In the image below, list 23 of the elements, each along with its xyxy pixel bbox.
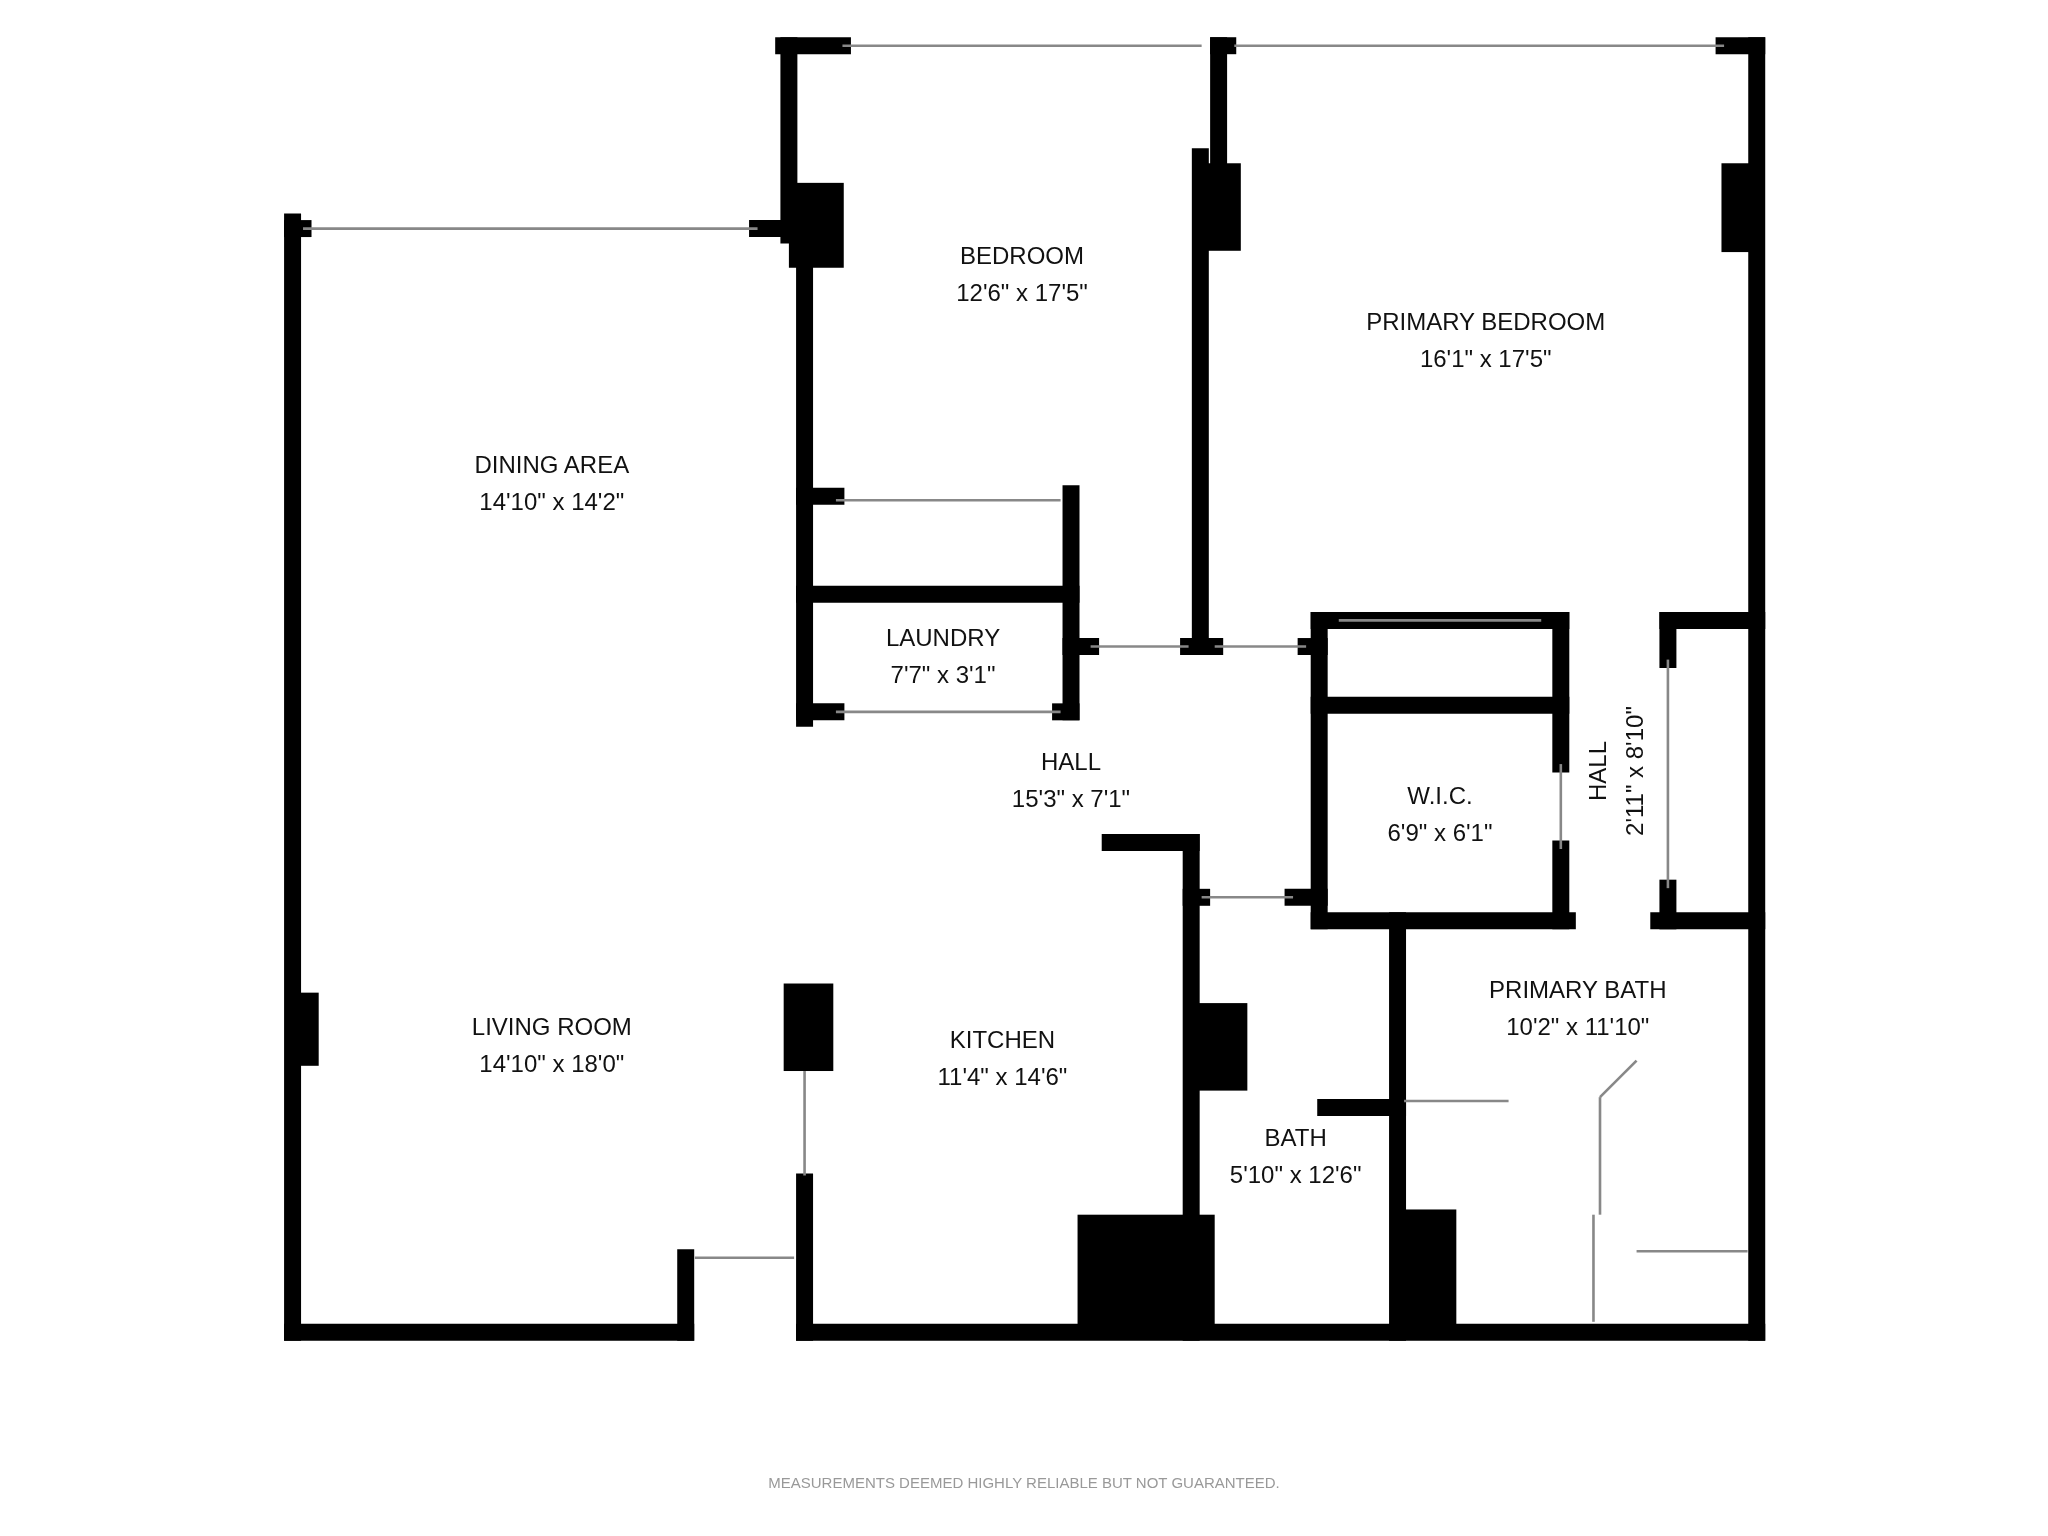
room-dimensions: 2'11" x 8'10" — [1620, 705, 1650, 836]
room-dimensions: 15'3" x 7'1" — [1011, 784, 1131, 815]
room-dimensions: 11'4" x 14'6" — [937, 1061, 1068, 1092]
room-dimensions: 16'1" x 17'5" — [1419, 343, 1552, 374]
room-dimensions: 14'10" x 14'2" — [479, 487, 625, 518]
room-name: BATH — [1264, 1122, 1327, 1153]
room-name: HALL — [1583, 739, 1613, 803]
room-dimensions: 12'6" x 17'5" — [956, 278, 1088, 309]
room-name: BEDROOM — [960, 241, 1085, 272]
room-name: PRIMARY BEDROOM — [1366, 306, 1606, 337]
room-name: LIVING ROOM — [471, 1011, 632, 1042]
room-name: PRIMARY BATH — [1489, 975, 1667, 1006]
room-name: LAUNDRY — [885, 622, 1001, 653]
room-dimensions: 14'10" x 18'0" — [479, 1048, 625, 1079]
room-dimensions: 5'10" x 12'6" — [1229, 1159, 1362, 1190]
room-dimensions: 6'9" x 6'1" — [1387, 817, 1493, 848]
room-dimensions: 10'2" x 11'10" — [1506, 1012, 1650, 1043]
room-name: W.I.C. — [1407, 780, 1473, 811]
room-name: HALL — [1041, 747, 1102, 778]
room-name: KITCHEN — [949, 1024, 1056, 1055]
room-dimensions: 7'7" x 3'1" — [890, 659, 996, 690]
disclaimer-note: MEASUREMENTS DEEMED HIGHLY RELIABLE BUT NOT GUARANTEED. — [768, 1474, 1280, 1491]
room-name: DINING AREA — [474, 450, 630, 481]
